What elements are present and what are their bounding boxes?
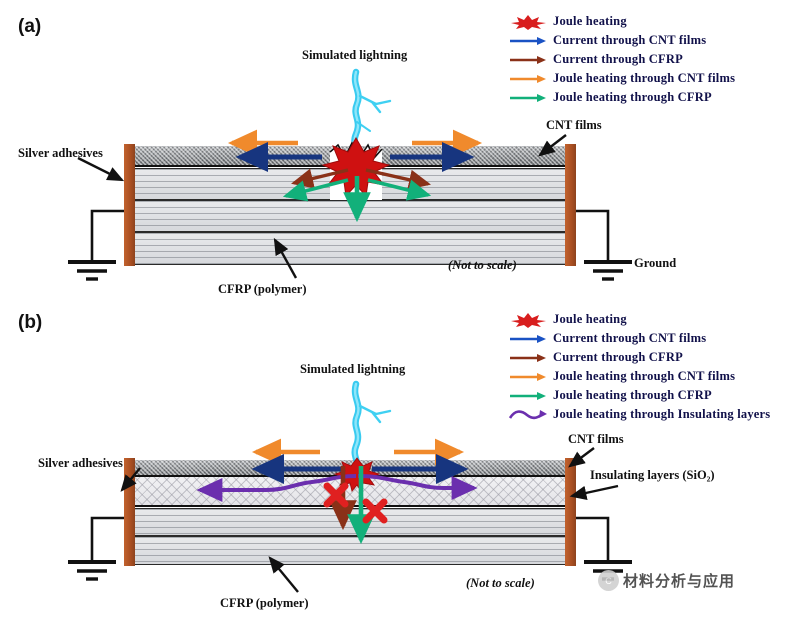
leader-cnt-films-a [538,134,567,157]
arrow-icon [508,388,548,404]
ground-wire-left-a [68,209,124,281]
ground-wire-right-a [576,209,632,281]
arrow-icon [508,52,548,68]
label-cfrp-b: CFRP (polymer) [220,596,309,610]
panel-a-graphics [68,68,632,281]
legend-label: Current through CNT films [553,331,707,345]
silver-adhesive-right-a [565,144,576,266]
heat-cfrp-arrow-left-a [282,178,349,202]
label-not-to-scale-b: (Not to scale) [466,576,535,590]
label-cnt-films-b: CNT films [568,432,624,446]
legend-label: Joule heating through CNT films [553,369,736,383]
label-not-to-scale-a: (Not to scale) [448,258,517,272]
label-simulated-lightning-b: Simulated lightning [300,362,406,376]
legend-label: Current through CNT films [553,33,707,47]
legend-row: Joule heating [508,12,735,31]
legend-label: Joule heating through Insulating layers [553,407,771,421]
label-simulated-lightning-a: Simulated lightning [302,48,408,62]
joule-heating-starburst-icon [508,312,548,328]
legend-label: Joule heating [553,312,627,326]
arrow-icon [508,33,548,49]
arrow-icon [508,350,548,366]
arrow-icon [508,90,548,106]
leader-insulating-layers-b [569,484,619,500]
arrow-icon [508,71,548,87]
panel-a-label: (a) [18,16,42,37]
legend-label: Joule heating through CFRP [553,90,712,104]
legend-row: Joule heating through CFRP [508,386,770,405]
panel-b-label: (b) [18,312,43,333]
label-insulating-layers-b: Insulating layers (SiO₂) [590,468,715,482]
panel-b-graphics [68,380,632,593]
heat-insulating-arrow-left-b [196,474,357,502]
joule-heating-starburst-icon [508,14,548,30]
silver-adhesive-left-b [124,458,135,566]
leader-silver-adhesives-b [120,467,141,492]
label-silver-adhesives-b: Silver adhesives [38,456,123,470]
arrow-icon [508,331,548,347]
label-silver-adhesives-a: Silver adhesives [18,146,103,160]
legend-label: Joule heating through CFRP [553,388,712,402]
legend-label: Current through CFRP [553,52,683,66]
leader-cnt-films-b [568,447,595,468]
legend-row: Joule heating through CNT films [508,367,770,386]
legend-row: Joule heating through CNT films [508,69,735,88]
blocked-x-marker-1-b [323,482,349,508]
watermark-text: 材料分析与应用 [623,573,736,590]
leader-cfrp-a [273,237,298,279]
silver-adhesive-left-a [124,144,135,266]
watermark-logo-icon: C [598,570,619,591]
legend-row: Joule heating [508,310,770,329]
lightning-bolt-b [351,380,392,474]
ground-wire-left-b [68,516,124,581]
silver-adhesive-right-b [565,458,576,566]
arrow-icon [508,369,548,385]
legend-row: Current through CNT films [508,329,770,348]
legend-label: Joule heating [553,14,627,28]
label-cfrp-a: CFRP (polymer) [218,282,307,296]
leader-silver-adhesives-a [77,156,125,182]
label-cnt-films-a: CNT films [546,118,602,132]
heat-insulating-arrow-right-b [357,474,478,500]
legend-row: Joule heating through Insulating layers [508,405,770,424]
blocked-x-marker-2-b [362,498,388,524]
legend-row: Current through CFRP [508,348,770,367]
legend-label: Current through CFRP [553,350,683,364]
heat-cfrp-arrow-right-a [367,178,432,201]
legend-row: Current through CFRP [508,50,735,69]
leader-cfrp-b [268,556,299,593]
legend-row: Joule heating through CFRP [508,88,735,107]
watermark: C 材料分析与应用 [598,570,735,591]
legend-label: Joule heating through CNT films [553,71,736,85]
legend-row: Current through CNT films [508,31,735,50]
label-ground-a: Ground [634,256,677,270]
cfrp-layer-a-3 [132,232,568,265]
wave-arrow-icon [508,407,548,423]
